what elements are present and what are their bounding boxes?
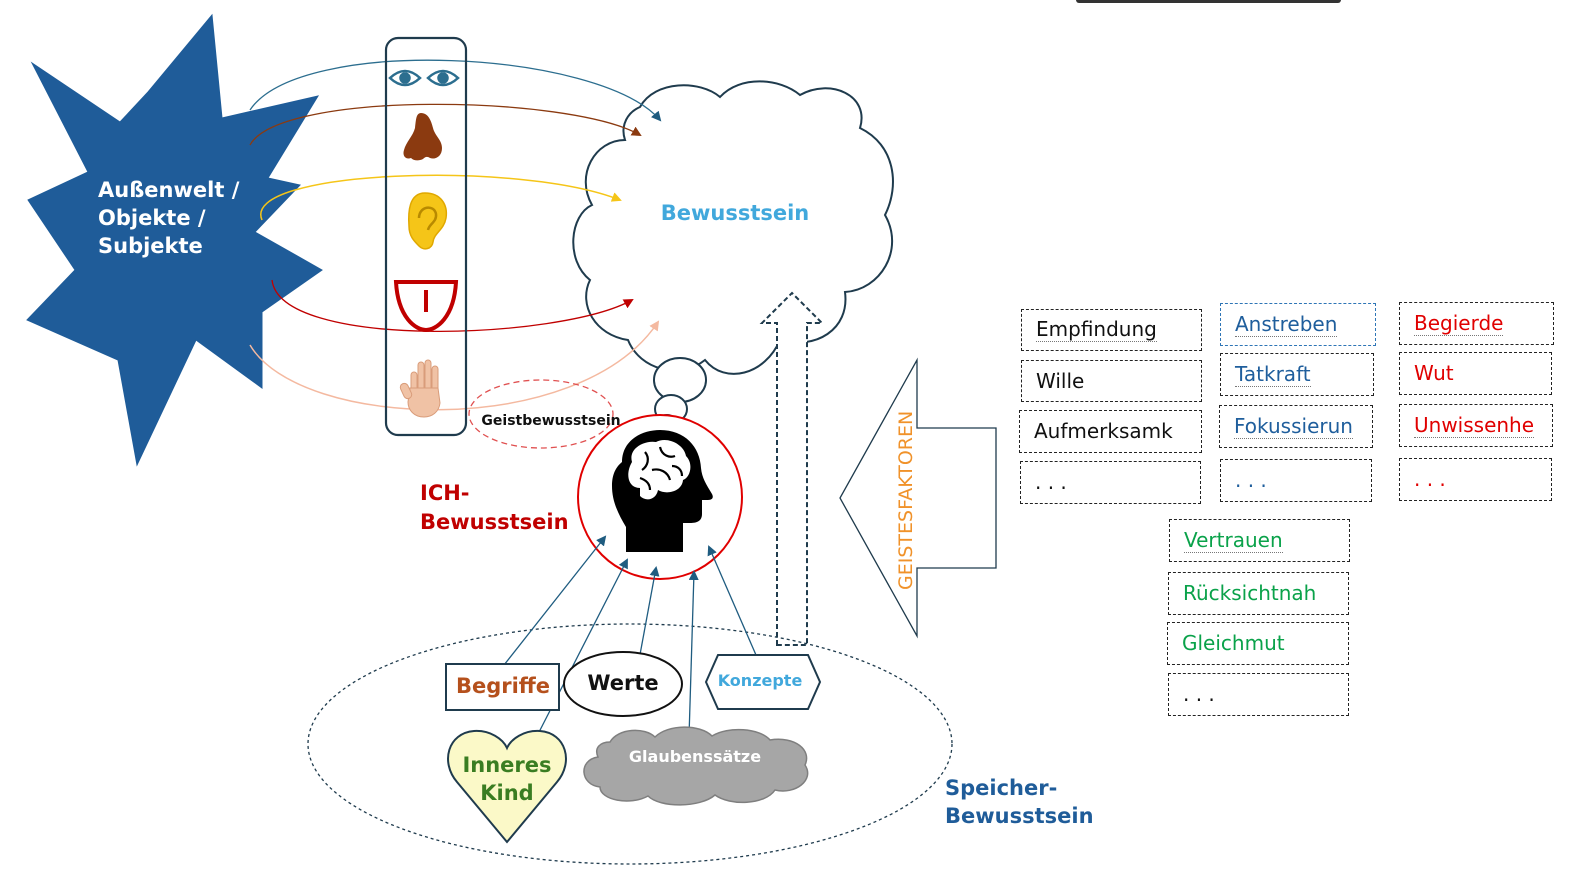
- values-label: Werte: [587, 671, 658, 695]
- sense-arc-ear: [260, 174, 622, 221]
- store-consciousness-label-line1: Speicher-: [945, 776, 1057, 800]
- outer-world-label-line2: Objekte /: [98, 206, 206, 230]
- concepts-box: [445, 663, 560, 711]
- beliefs-label: Glaubenssätze: [629, 747, 761, 766]
- inner-child-label-line2: Kind: [480, 781, 533, 805]
- eyes-icon: [388, 69, 460, 87]
- outer-world-starburst: [26, 13, 323, 467]
- mental-factors-arrow: [839, 357, 997, 639]
- factor-label: Begierde: [1414, 310, 1504, 336]
- factor-box[interactable]: Tatkraft: [1220, 353, 1374, 396]
- factor-label: Unwissenhe: [1414, 412, 1535, 438]
- factor-box[interactable]: Begierde: [1399, 302, 1554, 345]
- factor-box[interactable]: . . .: [1168, 673, 1349, 716]
- factor-box[interactable]: Empfindung: [1021, 309, 1202, 351]
- factor-label: . . .: [1414, 467, 1446, 491]
- store-to-ego-arrows: [503, 535, 757, 739]
- conceptions-label: Konzepte: [718, 671, 803, 690]
- factor-box[interactable]: . . .: [1020, 461, 1201, 504]
- outer-world-label-line3: Subjekte: [98, 234, 203, 258]
- thought-bubble-large: [653, 357, 707, 403]
- inner-child-label-line1: Inneres: [462, 753, 551, 777]
- head-brain-icon: [612, 430, 713, 552]
- factor-label: Rücksichtnah: [1183, 581, 1317, 605]
- factor-box[interactable]: Anstreben: [1220, 303, 1376, 346]
- factor-box[interactable]: Wille: [1021, 360, 1202, 402]
- factor-box[interactable]: Aufmerksamk: [1019, 410, 1202, 453]
- factor-box[interactable]: . . .: [1399, 458, 1552, 501]
- factor-label: Aufmerksamk: [1034, 419, 1173, 443]
- concepts-label: Begriffe: [456, 674, 550, 698]
- factor-label: Empfindung: [1036, 317, 1157, 342]
- factor-label: Fokussierun: [1234, 413, 1353, 439]
- factor-label: . . .: [1235, 468, 1267, 492]
- consciousness-cloud: [572, 80, 894, 375]
- inner-child-heart: [447, 729, 567, 844]
- factor-label: Tatkraft: [1235, 361, 1311, 387]
- store-consciousness-label-line2: Bewusstsein: [945, 804, 1094, 828]
- factor-box[interactable]: Gleichmut: [1167, 622, 1349, 665]
- values-ellipse: [563, 651, 683, 717]
- outer-world-label-line1: Außenwelt /: [98, 178, 240, 202]
- ear-icon: [407, 192, 448, 250]
- tongue-icon: [393, 280, 459, 333]
- factor-label: Wille: [1036, 368, 1085, 393]
- factor-label: . . .: [1035, 470, 1067, 494]
- conceptions-hexagon: [704, 654, 822, 710]
- senses-panel: [384, 36, 468, 437]
- mind-consciousness-label: Geistbewusstsein: [481, 413, 620, 429]
- factor-box[interactable]: Unwissenhe: [1399, 404, 1553, 447]
- beliefs-cloud: [583, 726, 809, 806]
- store-consciousness-ellipse: [307, 623, 953, 865]
- ego-consciousness-label-line1: ICH-: [420, 481, 470, 505]
- factor-box[interactable]: . . .: [1220, 459, 1372, 502]
- factor-box[interactable]: Wut: [1399, 352, 1552, 395]
- window-top-bar: [1076, 0, 1341, 3]
- upward-arrow-to-consciousness: [759, 291, 825, 646]
- sense-arc-touch: [249, 320, 660, 411]
- sense-arc-nose: [249, 103, 642, 146]
- ego-consciousness-label-line2: Bewusstsein: [420, 510, 569, 534]
- factor-box[interactable]: Fokussierun: [1219, 405, 1373, 448]
- nose-icon: [403, 113, 442, 161]
- consciousness-label: Bewusstsein: [661, 201, 810, 225]
- hand-icon: [399, 359, 441, 418]
- sense-arc-eyes: [249, 59, 662, 122]
- factor-label: Anstreben: [1235, 311, 1338, 337]
- factor-label: Vertrauen: [1184, 527, 1283, 553]
- factor-label: Wut: [1414, 361, 1454, 385]
- factor-box[interactable]: Rücksichtnah: [1168, 572, 1349, 615]
- factor-label: Gleichmut: [1182, 631, 1285, 655]
- factor-label: . . .: [1183, 682, 1215, 706]
- factor-box[interactable]: Vertrauen: [1169, 519, 1350, 562]
- mind-consciousness-ellipse: [468, 379, 614, 449]
- mental-factors-label: GEISTESFAKTOREN: [895, 411, 917, 590]
